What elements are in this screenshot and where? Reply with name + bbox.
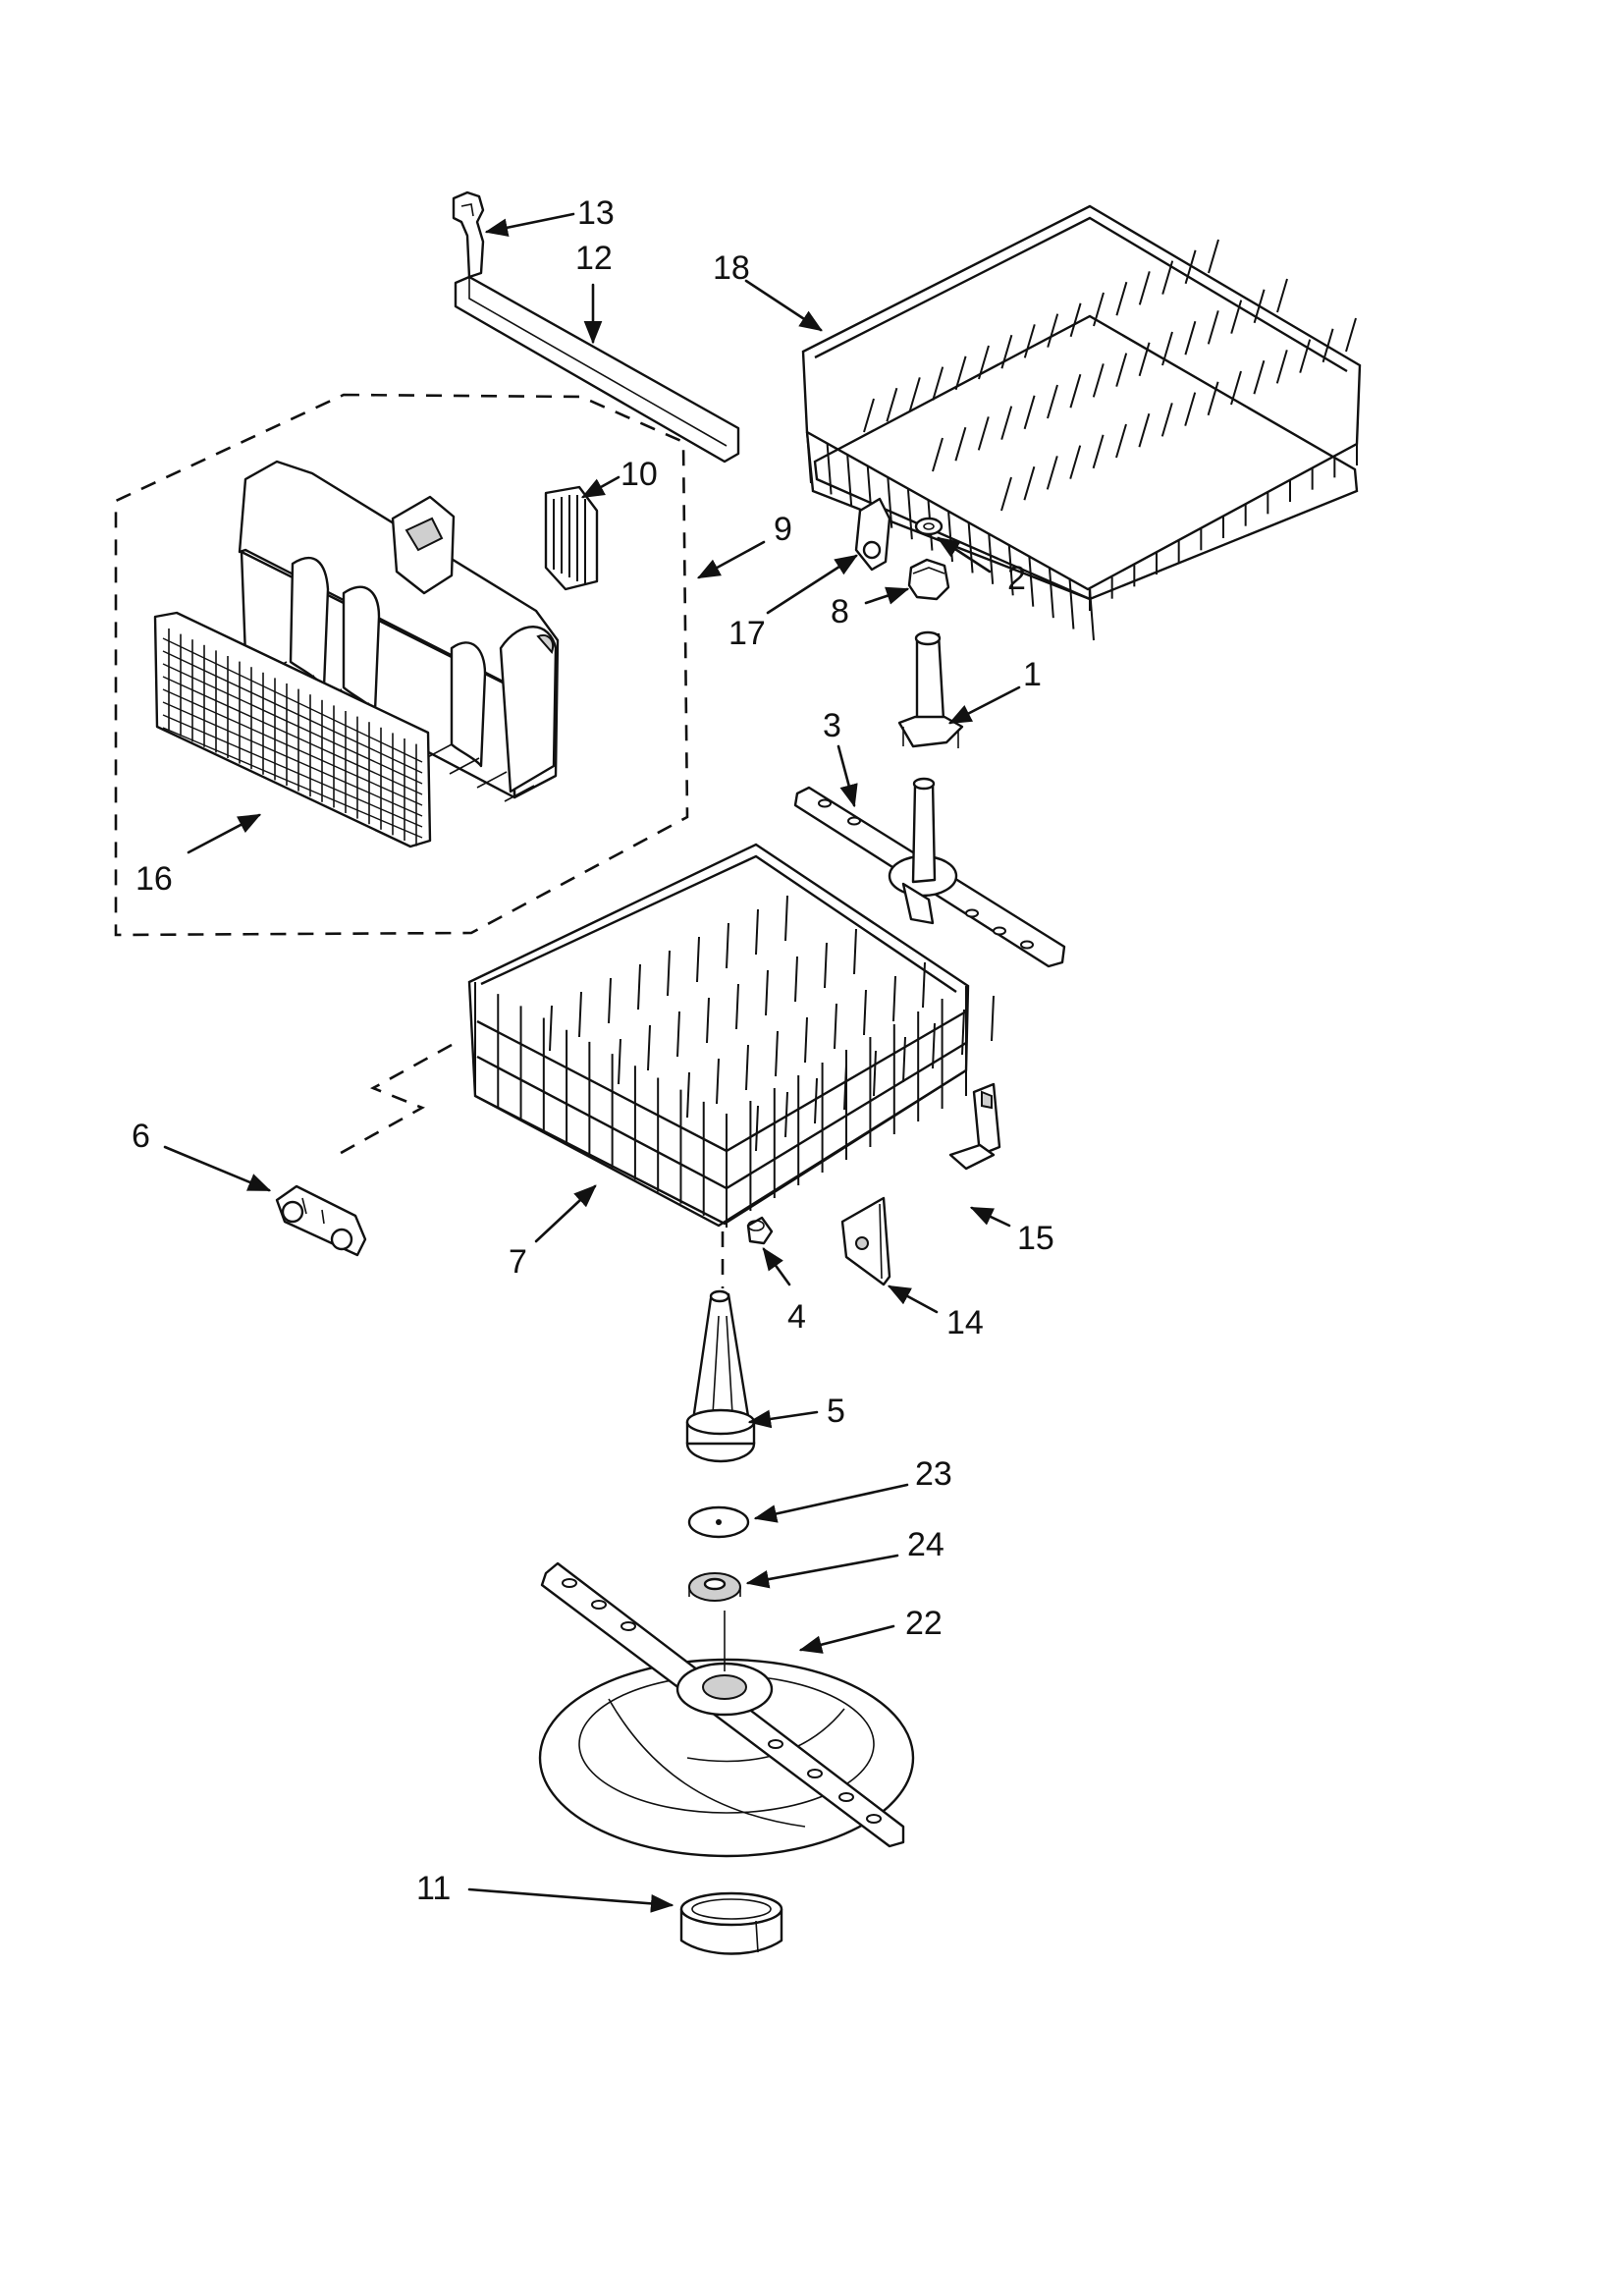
part-4-bushing	[746, 1216, 774, 1245]
callout-8: 8	[831, 593, 849, 630]
callout-16: 16	[135, 860, 173, 898]
callout-9: 9	[774, 511, 792, 548]
callout-5: 5	[827, 1393, 845, 1430]
callout-11: 11	[416, 1870, 451, 1907]
callout-6: 6	[132, 1118, 150, 1155]
callout-10: 10	[620, 456, 658, 493]
part-6-wheel-assembly	[275, 1184, 367, 1257]
part-12-rack-rail	[454, 275, 740, 464]
leader-lines	[163, 212, 1021, 1913]
callout-3: 3	[823, 707, 841, 744]
callout-4: 4	[787, 1298, 806, 1336]
silverware-basket	[238, 460, 560, 802]
callout-7: 7	[509, 1243, 527, 1281]
callout-1: 1	[1023, 656, 1042, 693]
callout-12: 12	[575, 240, 613, 277]
part-9-group-boundary	[114, 393, 689, 937]
part-10-basket-cover	[544, 485, 599, 591]
callout-labels: 13 12 18 10 9 2 17 8 1 3 16 6 7 15 4 14 …	[132, 194, 1054, 1907]
part-13-rack-clip	[452, 191, 485, 279]
part-17-bracket	[854, 497, 891, 572]
part-2-washer	[914, 517, 944, 536]
part-14-bracket	[840, 1196, 891, 1286]
callout-15: 15	[1017, 1220, 1054, 1257]
part-16-basket-lid	[153, 611, 432, 848]
part-15-bracket	[948, 1082, 1001, 1171]
callout-24: 24	[907, 1526, 944, 1563]
callout-23: 23	[915, 1455, 952, 1493]
callout-17: 17	[728, 615, 766, 652]
part-22-lower-spray-arm	[538, 1561, 915, 1858]
callout-22: 22	[905, 1605, 943, 1642]
part-23-washer	[687, 1505, 750, 1539]
callout-18: 18	[713, 249, 750, 287]
part-18-upper-dishrack	[801, 204, 1362, 641]
part-3-upper-spray-arm	[793, 777, 1066, 968]
part-1-feed-tube	[897, 630, 964, 748]
part-24-seal	[688, 1572, 741, 1602]
callout-2: 2	[1007, 560, 1026, 597]
part-8-nut	[907, 558, 950, 601]
part-7-lower-dishrack	[333, 843, 995, 1228]
callout-14: 14	[946, 1304, 984, 1341]
part-11-ring	[679, 1891, 783, 1955]
part-5-spray-tower	[685, 1289, 756, 1463]
callout-13: 13	[577, 194, 615, 232]
